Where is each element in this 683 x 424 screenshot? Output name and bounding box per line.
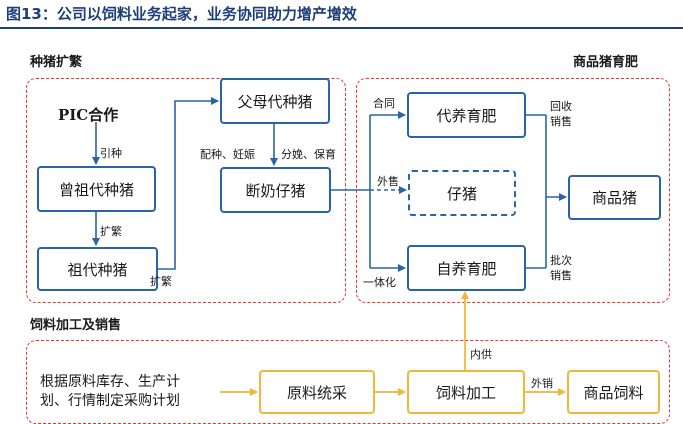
node-raw-procurement: 原料统采: [259, 370, 375, 414]
plan-text-line-2: 划、行情制定采购计划: [40, 393, 180, 409]
node-piglet: 仔猪: [408, 170, 516, 216]
label-expand-1: 扩繁: [100, 225, 122, 238]
node-parent-stock: 父母代种猪: [220, 78, 330, 124]
label-expand-2: 扩繁: [150, 275, 172, 288]
pic-cooperation: PIC合作: [58, 106, 119, 124]
node-self-fattening: 自养育肥: [407, 245, 526, 291]
node-great-grandparent: 曾祖代种猪: [37, 166, 156, 212]
label-export: 外售: [377, 175, 399, 188]
label-internal-supply: 内供: [470, 348, 492, 361]
label-introduce: 引种: [100, 147, 122, 160]
node-market-hog: 商品猪: [568, 175, 661, 220]
label-contract: 合同: [373, 97, 395, 110]
label-breed: 配种、妊娠: [200, 148, 255, 161]
label-farrow: 分娩、保育: [281, 148, 336, 161]
label-buyback-1: 回收: [550, 100, 572, 113]
label-external-sale: 外销: [531, 377, 553, 390]
node-feed-processing: 饲料加工: [407, 370, 525, 414]
label-integration: 一体化: [363, 276, 396, 289]
plan-text-line-1: 根据原料库存、生产计: [40, 374, 180, 390]
label-buyback-2: 销售: [550, 115, 572, 128]
figure-title: 图13：公司以饲料业务起家，业务协同助力增产增效: [6, 5, 357, 23]
node-contract-fattening: 代养育肥: [407, 92, 526, 138]
node-weaned-piglet: 断奶仔猪: [220, 167, 331, 213]
title-rule: [0, 27, 683, 29]
node-commercial-feed: 商品饲料: [567, 370, 660, 414]
label-batch-1: 批次: [550, 254, 572, 267]
section-fattening-label: 商品猪育肥: [573, 55, 639, 70]
node-grandparent: 祖代种猪: [37, 247, 158, 291]
arrow-grand-to-parent: [158, 97, 219, 270]
label-batch-2: 销售: [550, 269, 572, 282]
section-feed-label: 饲料加工及销售: [30, 318, 122, 333]
section-breeding-label: 种猪扩繁: [30, 55, 83, 70]
